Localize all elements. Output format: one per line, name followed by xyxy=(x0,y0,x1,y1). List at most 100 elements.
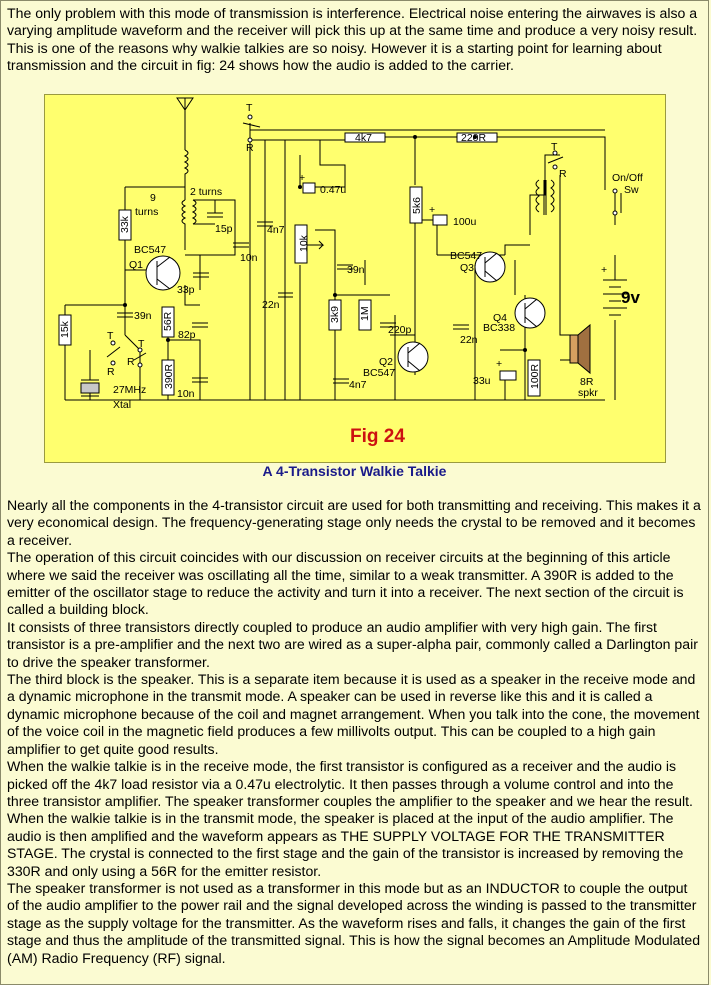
resistor-390r: 390R xyxy=(161,359,175,396)
r-label-right: R xyxy=(559,168,567,180)
transistor-q3: BC547 Q3 xyxy=(450,250,506,283)
t-label-top: T xyxy=(246,102,253,114)
figure-label: Fig 24 xyxy=(350,426,405,447)
resistor-33k: 33k xyxy=(118,209,132,241)
label-turns: turns xyxy=(135,206,158,218)
tr-switch-left: T R xyxy=(106,330,121,378)
capacitor-15p: 15p xyxy=(207,212,233,235)
on-off-switch: On/Off Sw xyxy=(612,172,643,216)
resistor-1m: 1M xyxy=(358,299,372,331)
label-q4-name: Q4 xyxy=(493,312,507,324)
body-paragraph: When the walkie talkie is in the receive… xyxy=(7,758,693,879)
label-q2-name: Q2 xyxy=(379,356,393,368)
label-33u: 33u xyxy=(473,375,491,387)
label-33p: 33p xyxy=(177,284,195,296)
tr-switch-right: T R xyxy=(547,141,567,180)
t-label-right: T xyxy=(551,141,558,153)
capacitor-22n-a: 22n xyxy=(262,292,293,311)
label-2-turns: 2 turns xyxy=(190,186,222,198)
label-q3-name: Q3 xyxy=(460,262,474,274)
label-39n-a: 39n xyxy=(347,264,365,276)
label-15k: 15k xyxy=(59,320,71,338)
capacitor-10n-a: 10n xyxy=(233,242,258,264)
label-q4-type: BC338 xyxy=(483,322,515,334)
speaker-icon: 8R spkr xyxy=(569,323,598,399)
label-5k6: 5k6 xyxy=(411,197,423,214)
label-100r: 100R xyxy=(529,363,541,389)
resistor-3k9: 3k9 xyxy=(328,299,342,331)
label-39n-b: 39n xyxy=(134,310,152,322)
resistor-5k6: 5k6 xyxy=(409,186,423,224)
intro-paragraph: The only problem with this mode of trans… xyxy=(7,5,703,75)
speaker-transformer xyxy=(535,179,555,215)
resistor-100r: 100R xyxy=(527,359,541,397)
circuit-figure: T R 4k7 220R + 0.47u 9 turns 2 turn xyxy=(44,94,666,463)
transistor-q2: Q2 BC547 xyxy=(363,341,429,379)
circuit-diagram: T R 4k7 220R + 0.47u 9 turns 2 turn xyxy=(58,97,643,411)
label-9v: 9v xyxy=(621,288,640,307)
label-56r: 56R xyxy=(162,311,174,331)
label-15p: 15p xyxy=(215,223,233,235)
label-390r: 390R xyxy=(163,363,175,389)
label-onoff: On/Off xyxy=(612,172,643,184)
label-33k: 33k xyxy=(119,215,131,233)
label-10n-a: 10n xyxy=(240,252,258,264)
r-label-top: R xyxy=(246,142,254,154)
r-label-left: R xyxy=(107,366,115,378)
label-10n-b: 10n xyxy=(177,388,195,400)
transistor-q4: Q4 BC338 xyxy=(483,297,546,334)
battery-9v: + 9v xyxy=(601,264,640,316)
label-4n7-top: 4n7 xyxy=(267,224,285,236)
intro-text: The only problem with this mode of trans… xyxy=(7,5,698,74)
svg-text:+: + xyxy=(496,358,502,370)
label-1m: 1M xyxy=(359,306,371,321)
capacitor-220p: 220p xyxy=(380,322,412,336)
capacitor-4n7-top: 4n7 xyxy=(257,221,285,236)
svg-text:+: + xyxy=(429,204,435,216)
label-spkr: spkr xyxy=(578,387,598,399)
capacitor-33u: + 33u xyxy=(473,358,517,387)
label-8r: 8R xyxy=(580,376,594,388)
label-100u: 100u xyxy=(453,216,477,228)
label-82p: 82p xyxy=(178,329,196,341)
label-xtal: Xtal xyxy=(113,399,131,411)
resistor-15k: 15k xyxy=(58,314,72,346)
body-paragraph: Nearly all the components in the 4-trans… xyxy=(7,497,701,548)
t-label-left: T xyxy=(107,330,114,342)
label-22n-b: 22n xyxy=(460,334,478,346)
antenna-icon xyxy=(176,97,194,111)
capacitor-047u: + 0.47u xyxy=(299,172,346,196)
capacitor-10n-b: 10n xyxy=(177,377,208,400)
capacitor-33p: 33p xyxy=(177,272,209,296)
capacitor-39n-b: 39n xyxy=(117,310,152,322)
label-22n-a: 22n xyxy=(262,299,280,311)
label-9: 9 xyxy=(150,192,156,204)
label-sw: Sw xyxy=(624,184,639,196)
resistor-56r: 56R xyxy=(161,306,175,338)
potentiometer-10k: 10k xyxy=(294,224,325,264)
capacitor-82p: 82p xyxy=(178,322,208,341)
tr-switch-mid: T R xyxy=(127,338,147,368)
body-paragraph: The third block is the speaker. This is … xyxy=(7,671,700,757)
body-paragraph: It consists of three transistors directl… xyxy=(7,618,698,670)
label-q1-type: BC547 xyxy=(134,244,166,256)
label-q2-type: BC547 xyxy=(363,367,395,379)
label-3k9: 3k9 xyxy=(329,306,341,323)
capacitor-4n7-bottom: 4n7 xyxy=(333,378,367,391)
crystal-icon: 27MHz Xtal xyxy=(80,379,146,411)
transistor-q1: BC547 Q1 xyxy=(129,244,181,291)
capacitor-100u: + 100u xyxy=(429,204,477,228)
t-label-mid: T xyxy=(138,338,145,350)
label-10k: 10k xyxy=(298,234,310,252)
resistor-4k7: 4k7 xyxy=(344,132,386,144)
label-4n7-bottom: 4n7 xyxy=(349,379,367,391)
label-047u: 0.47u xyxy=(320,184,346,196)
figure-caption: A 4-Transistor Walkie Talkie xyxy=(262,463,447,479)
label-27mhz: 27MHz xyxy=(113,384,146,396)
label-220p: 220p xyxy=(388,324,412,336)
label-q1-name: Q1 xyxy=(129,259,143,271)
svg-text:+: + xyxy=(299,172,305,184)
capacitor-22n-b: 22n xyxy=(453,324,478,346)
resistor-220r: 220R xyxy=(456,132,498,144)
